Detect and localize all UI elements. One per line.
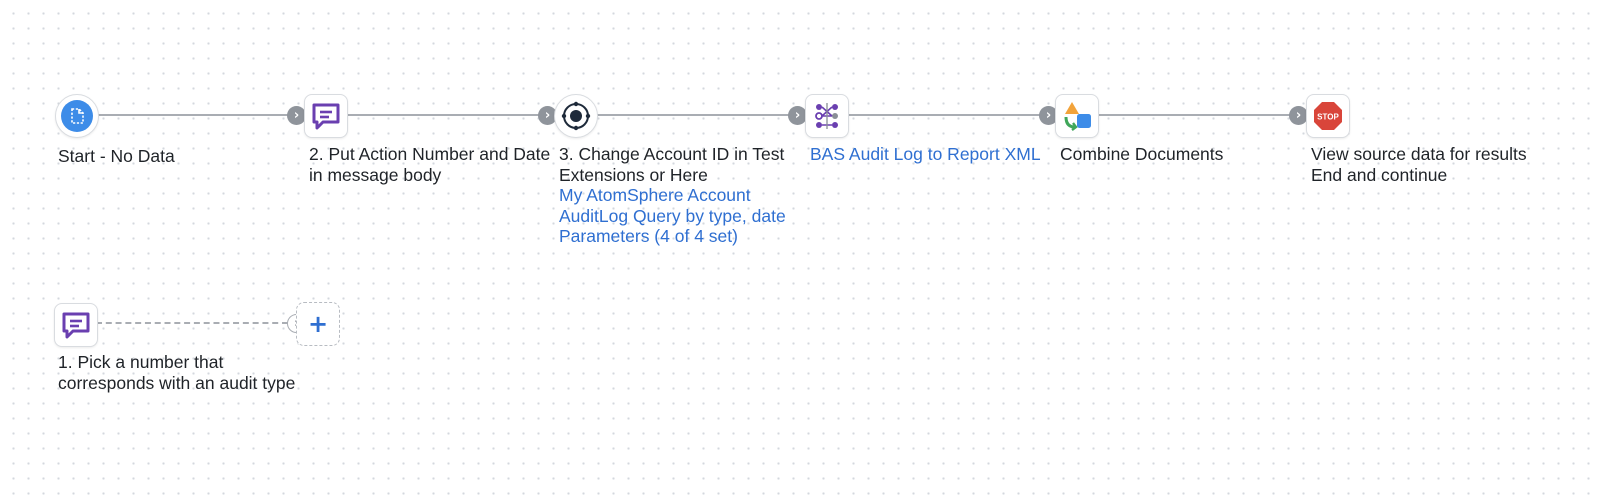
- message-shape[interactable]: [304, 94, 348, 138]
- stop-shape[interactable]: STOP: [1306, 94, 1350, 138]
- connector-shape[interactable]: [554, 94, 598, 138]
- add-shape-button[interactable]: +: [296, 302, 340, 346]
- message-icon: [62, 312, 90, 339]
- plus-icon: +: [307, 310, 329, 338]
- start-label: Start - No Data: [58, 146, 175, 167]
- map-icon: [815, 103, 838, 129]
- connector-icon: [561, 101, 591, 131]
- combine-documents-icon: [1064, 102, 1091, 131]
- label-line: in message body: [309, 164, 442, 185]
- map-shape[interactable]: [805, 94, 849, 138]
- operation-link[interactable]: AuditLog Query by type, date: [559, 205, 786, 226]
- label-line: Extensions or Here: [559, 164, 708, 185]
- message-shape[interactable]: [54, 303, 98, 347]
- stop-icon: STOP: [1314, 102, 1342, 130]
- label-line: Start - No Data: [58, 146, 175, 166]
- label-line: View source data for results: [1311, 144, 1527, 164]
- combine-label: Combine Documents: [1060, 144, 1223, 165]
- message-icon: [312, 103, 340, 130]
- connector-label: 3. Change Account ID in Test Extensions …: [559, 144, 786, 247]
- label-line: End and continue: [1311, 164, 1448, 185]
- connector-arrow[interactable]: ›: [788, 106, 807, 125]
- map-label: BAS Audit Log to Report XML: [810, 144, 1041, 165]
- message-label: 1. Pick a number that corresponds with a…: [58, 352, 295, 393]
- label-line: corresponds with an audit type: [58, 372, 296, 393]
- flow-line: [596, 114, 791, 116]
- connection-link[interactable]: My AtomSphere Account: [559, 185, 751, 205]
- stop-label: View source data for results End and con…: [1311, 144, 1527, 185]
- message-label: 2. Put Action Number and Date in message…: [309, 144, 550, 185]
- flow-line: [846, 114, 1041, 116]
- connector-arrow[interactable]: ›: [538, 106, 557, 125]
- connector-arrow[interactable]: ›: [1289, 106, 1308, 125]
- connector-arrow[interactable]: ›: [287, 106, 306, 125]
- start-shape[interactable]: [55, 94, 99, 138]
- flow-line: [345, 114, 540, 116]
- flow-line: [1097, 114, 1292, 116]
- pending-flow-line: [96, 322, 288, 324]
- map-link[interactable]: BAS Audit Log to Report XML: [810, 144, 1041, 164]
- stop-text: STOP: [1317, 113, 1339, 122]
- label-line: 2. Put Action Number and Date: [309, 144, 551, 164]
- label-line: 3. Change Account ID in Test: [559, 144, 785, 164]
- start-document-icon: [61, 100, 93, 132]
- label-line: Combine Documents: [1060, 144, 1224, 164]
- connector-arrow[interactable]: ›: [1039, 106, 1058, 125]
- flow-line: [97, 114, 289, 116]
- label-line: 1. Pick a number that: [58, 352, 224, 372]
- parameters-link[interactable]: Parameters (4 of 4 set): [559, 226, 738, 246]
- combine-shape[interactable]: [1055, 94, 1099, 138]
